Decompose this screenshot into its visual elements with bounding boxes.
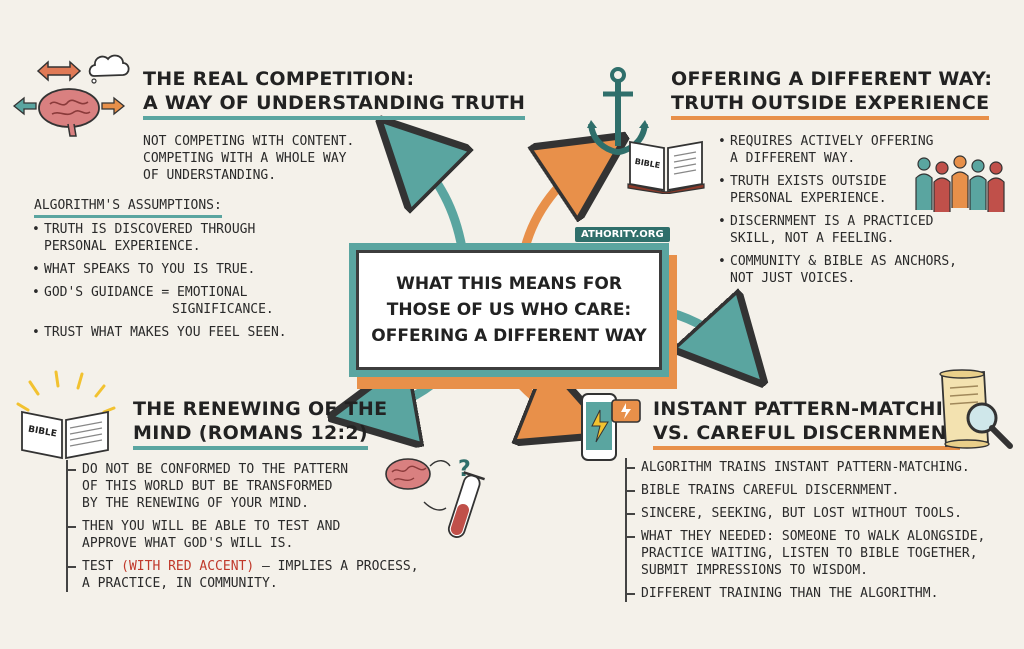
list-item: WHAT SPEAKS TO YOU IS TRUE.: [30, 261, 287, 278]
arrow-to-right: [666, 312, 735, 352]
list-item: DIFFERENT TRAINING THAN THE ALGORITHM.: [624, 585, 985, 602]
discernment-list: ALGORITHM TRAINS INSTANT PATTERN-MATCHIN…: [624, 458, 985, 602]
thought-cloud-icon: [88, 54, 130, 84]
arrow-to-bottom-right: [515, 378, 570, 418]
top-left-intro: NOT COMPETING WITH CONTENT. COMPETING WI…: [143, 133, 354, 184]
list-item: TRUTH IS DISCOVERED THROUGH PERSONAL EXP…: [30, 221, 287, 255]
bible-book-icon: BIBLE: [16, 370, 116, 460]
red-accent-text: (WITH RED ACCENT): [121, 559, 255, 574]
top-right-heading-line-2: TRUTH OUTSIDE EXPERIENCE: [671, 91, 990, 120]
list-item: COMMUNITY & BIBLE AS ANCHORS, NOT JUST V…: [716, 253, 957, 287]
brain-icon: [12, 88, 126, 137]
list-item: DO NOT BE CONFORMED TO THE PATTERN OF TH…: [66, 461, 419, 512]
double-arrow-icon: [36, 60, 82, 82]
list-item: BIBLE TRAINS CAREFUL DISCERNMENT.: [624, 482, 985, 499]
top-left-heading-line-1: THE REAL COMPETITION:: [143, 68, 415, 90]
list-item: DISCERNMENT IS A PRACTICED SKILL, NOT A …: [716, 213, 957, 247]
magnifier-icon: [966, 402, 1013, 449]
list-item: REQUIRES ACTIVELY OFFERING A DIFFERENT W…: [716, 133, 957, 167]
list-item: THEN YOU WILL BE ABLE TO TEST AND APPROV…: [66, 518, 419, 552]
arrow-to-top-left: [410, 150, 462, 249]
anchor-icon: [587, 67, 649, 156]
list-item: ALGORITHM TRAINS INSTANT PATTERN-MATCHIN…: [624, 459, 985, 476]
list-item: GOD'S GUIDANCE = EMOTIONAL SIGNIFICANCE.: [30, 284, 287, 318]
list-item: TRUTH EXISTS OUTSIDE PERSONAL EXPERIENCE…: [716, 173, 957, 207]
people-group-icon: [915, 155, 1005, 212]
center-title-line-1: WHAT THIS MEANS FOR: [396, 274, 622, 294]
list-item: SINCERE, SEEKING, BUT LOST WITHOUT TOOLS…: [624, 505, 985, 522]
arrow-to-top-right: [520, 160, 590, 250]
list-item: TRUST WHAT MAKES YOU FEEL SEEN.: [30, 324, 287, 341]
intro-line-3: OF UNDERSTANDING.: [143, 168, 277, 183]
top-right-heading-line-1: OFFERING A DIFFERENT WAY:: [671, 68, 993, 90]
athority-badge: ATHORITY.ORG: [575, 227, 670, 242]
top-right-heading: OFFERING A DIFFERENT WAY: TRUTH OUTSIDE …: [671, 67, 992, 120]
book-label: BIBLE: [634, 157, 661, 170]
algorithm-assumptions-subheading: ALGORITHM'S ASSUMPTIONS:: [34, 197, 222, 218]
intro-line-1: NOT COMPETING WITH CONTENT.: [143, 134, 355, 149]
center-title-line-3: OFFERING A DIFFERENT WAY: [371, 326, 647, 346]
top-left-heading-line-2: A WAY OF UNDERSTANDING TRUTH: [143, 91, 526, 120]
bottom-left-heading-line-1: THE RENEWING OF THE: [133, 398, 388, 420]
bottom-right-heading-line-2: VS. CAREFUL DISCERNMENT: [653, 421, 961, 450]
bottom-left-heading-line-2: MIND (ROMANS 12:2): [133, 421, 368, 450]
assumptions-list: TRUTH IS DISCOVERED THROUGH PERSONAL EXP…: [30, 221, 287, 347]
bottom-left-heading: THE RENEWING OF THE MIND (ROMANS 12:2): [133, 397, 387, 450]
bottom-right-heading-line-1: INSTANT PATTERN-MATCHING: [653, 398, 976, 420]
central-topic-box: WHAT THIS MEANS FOR THOSE OF US WHO CARE…: [356, 250, 662, 370]
arrow-to-bottom-left: [372, 378, 443, 410]
test-tube-icon: [447, 471, 485, 538]
bible-book-icon: BIBLE: [627, 140, 705, 194]
center-title-line-2: THOSE OF US WHO CARE:: [386, 300, 632, 320]
intro-line-2: COMPETING WITH A WHOLE WAY: [143, 151, 347, 166]
list-item: WHAT THEY NEEDED: SOMEONE TO WALK ALONGS…: [624, 528, 985, 579]
phone-icon: [581, 393, 641, 461]
bottom-right-heading: INSTANT PATTERN-MATCHING VS. CAREFUL DIS…: [653, 397, 975, 450]
book-label: BIBLE: [27, 425, 57, 440]
top-left-heading: THE REAL COMPETITION: A WAY OF UNDERSTAN…: [143, 67, 526, 120]
list-item: TEST (WITH RED ACCENT) – IMPLIES A PROCE…: [66, 558, 419, 592]
different-way-list: REQUIRES ACTIVELY OFFERING A DIFFERENT W…: [716, 133, 957, 293]
renewing-list: DO NOT BE CONFORMED TO THE PATTERN OF TH…: [66, 460, 419, 592]
